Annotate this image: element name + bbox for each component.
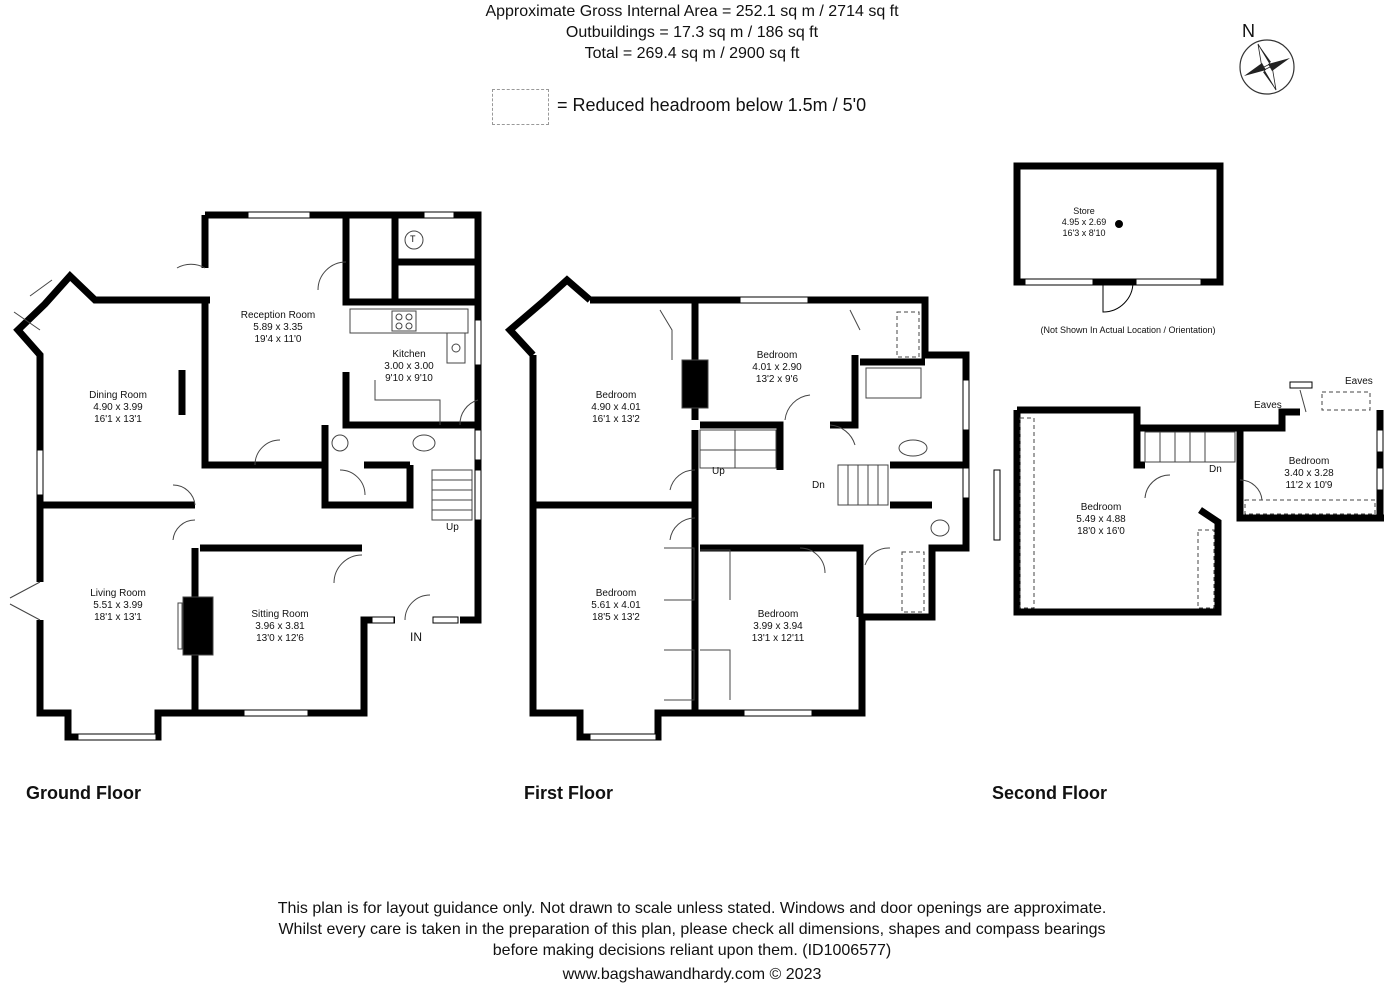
- first-stairs-up-label: Up: [712, 466, 725, 477]
- first-floor-walls: [504, 275, 970, 741]
- first-floor-label: First Floor: [524, 783, 613, 803]
- store-location-note: (Not Shown In Actual Location / Orientat…: [1040, 325, 1216, 335]
- second-stairs-down-label: Dn: [1209, 464, 1222, 475]
- ground-floor-fixtures: [9, 230, 479, 656]
- first-stairs-down-label: Dn: [812, 480, 825, 491]
- ground-floor-windows: [36, 211, 482, 741]
- ground-stairs-up-label: Up: [446, 522, 459, 533]
- reduced-headroom-legend-text: = Reduced headroom below 1.5m / 5'0: [557, 95, 867, 115]
- first-floor-fixtures: [659, 309, 950, 701]
- store-walls: [1013, 162, 1224, 286]
- total-area-text: Total = 269.4 sq m / 2900 sq ft: [584, 45, 800, 62]
- ground-floor-walls: [13, 211, 482, 741]
- entrance-label: IN: [410, 630, 422, 644]
- disclaimer-line-1: This plan is for layout guidance only. N…: [277, 900, 1107, 917]
- second-floor-label: Second Floor: [992, 783, 1108, 803]
- gross-area-text: Approximate Gross Internal Area = 252.1 …: [485, 3, 899, 20]
- compass-rose-icon: [1239, 39, 1295, 95]
- ground-floor-label: Ground Floor: [26, 783, 141, 803]
- website-credit: www.bagshawandhardy.com © 2023: [562, 966, 822, 983]
- outbuildings-area-text: Outbuildings = 17.3 sq m / 186 sq ft: [565, 24, 819, 41]
- compass-north-letter: N: [1242, 21, 1255, 41]
- tank-label: T: [410, 234, 416, 244]
- eaves-label-left: Eaves: [1254, 400, 1282, 411]
- first-floor-windows: [589, 296, 970, 741]
- second-floor-windows: [993, 381, 1384, 541]
- second-floor-walls: [1013, 406, 1384, 616]
- store-fixtures: [1024, 220, 1202, 313]
- second-floor-fixtures: [1019, 389, 1376, 609]
- disclaimer-line-3: before making decisions reliant upon the…: [492, 942, 892, 959]
- eaves-label-right: Eaves: [1345, 376, 1373, 387]
- reduced-headroom-legend-swatch: [492, 89, 549, 125]
- disclaimer-line-2: Whilst every care is taken in the prepar…: [278, 921, 1106, 938]
